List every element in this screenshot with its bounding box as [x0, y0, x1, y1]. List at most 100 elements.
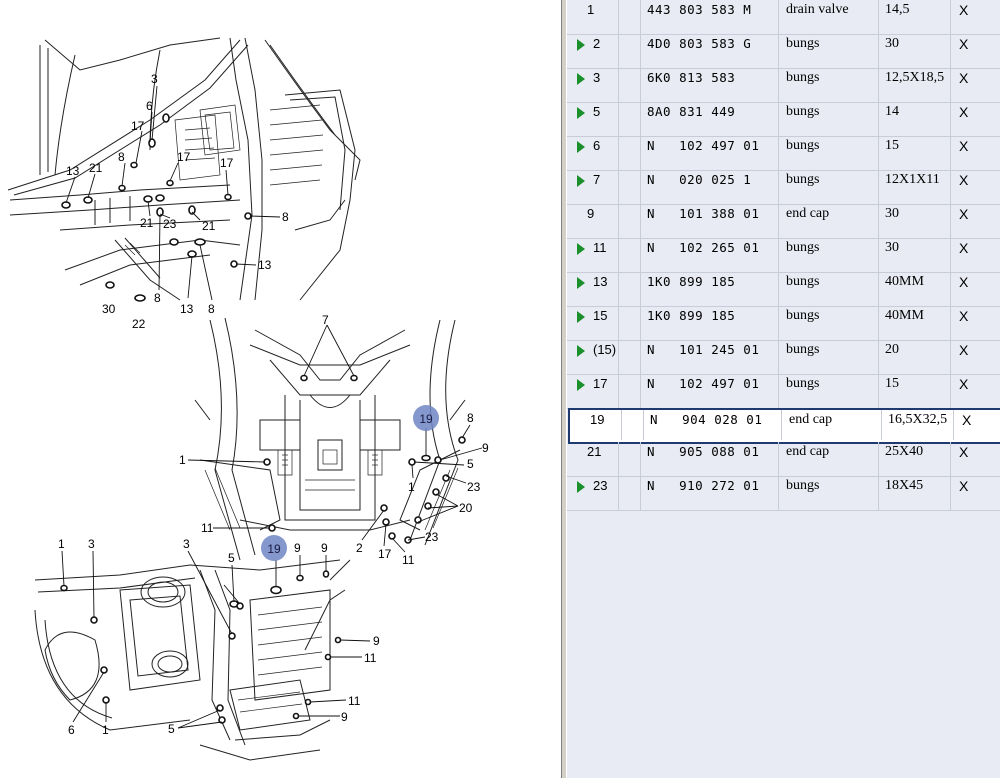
svg-text:1: 1 [102, 723, 109, 737]
svg-text:9: 9 [294, 541, 301, 555]
expand-arrow-icon[interactable] [577, 481, 585, 493]
svg-text:8: 8 [118, 150, 125, 164]
svg-text:1: 1 [58, 537, 65, 551]
expand-arrow-icon[interactable] [577, 39, 585, 51]
expand-arrow-icon[interactable] [577, 73, 585, 85]
part-number-cell: 1K0 899 185 [641, 272, 779, 306]
size-cell: 30 [879, 238, 951, 272]
row-position-cell: 1 [567, 0, 619, 34]
expand-arrow-icon[interactable] [577, 175, 585, 187]
position-number: 17 [593, 376, 608, 391]
expand-arrow-icon[interactable] [577, 141, 585, 153]
expand-arrow-icon[interactable] [577, 243, 585, 255]
position-number: 23 [593, 478, 608, 493]
row-flag-cell [619, 170, 641, 204]
svg-text:5: 5 [168, 722, 175, 736]
position-number: 1 [587, 2, 595, 17]
row-flag-cell [619, 68, 641, 102]
quantity-cell: X [959, 172, 969, 188]
row-flag-cell [619, 476, 641, 510]
svg-text:11: 11 [402, 553, 415, 567]
position-19-highlight-mid[interactable] [413, 405, 439, 431]
size-cell: 40MM [879, 272, 951, 306]
svg-text:13: 13 [180, 302, 194, 316]
svg-text:3: 3 [183, 537, 190, 551]
description-cell: bungs [779, 340, 879, 374]
diagram-pane[interactable]: 19 [0, 0, 561, 778]
position-number: 15 [593, 308, 608, 323]
description-cell: bungs [779, 306, 879, 340]
svg-text:8: 8 [467, 411, 474, 425]
row-position-cell: 2 [567, 34, 619, 68]
svg-text:13: 13 [258, 258, 272, 272]
expand-arrow-icon[interactable] [577, 345, 585, 357]
body-plug-diagram[interactable]: 19 [0, 0, 561, 778]
position-number: 9 [587, 206, 595, 221]
expand-arrow-icon[interactable] [577, 277, 585, 289]
description-cell: bungs [779, 272, 879, 306]
part-number-cell: N 102 265 01 [641, 238, 779, 272]
row-flag-cell [619, 442, 641, 476]
svg-text:19: 19 [267, 542, 281, 556]
expand-arrow-icon[interactable] [577, 311, 585, 323]
part-number-cell: 1K0 899 185 [641, 306, 779, 340]
position-number: 19 [590, 412, 605, 427]
svg-text:5: 5 [467, 457, 474, 471]
expand-arrow-icon[interactable] [577, 107, 585, 119]
svg-text:23: 23 [163, 217, 177, 231]
size-cell: 15 [879, 374, 951, 408]
svg-text:9: 9 [373, 634, 380, 648]
size-cell: 12,5X18,5 [879, 68, 951, 102]
part-number-cell: 6K0 813 583 [641, 68, 779, 102]
description-cell: bungs [779, 34, 879, 68]
quantity-cell: X [959, 478, 969, 494]
svg-text:8: 8 [208, 302, 215, 316]
svg-text:1: 1 [179, 453, 186, 467]
part-number-cell: N 910 272 01 [641, 476, 779, 510]
position-19-highlight-bottom[interactable] [261, 535, 287, 561]
part-number-cell: N 102 497 01 [641, 374, 779, 408]
svg-text:20: 20 [459, 501, 473, 515]
pane-splitter[interactable] [561, 0, 567, 778]
row-flag-cell [619, 204, 641, 238]
svg-text:8: 8 [282, 210, 289, 224]
part-number-cell: N 905 088 01 [641, 442, 779, 476]
row-position-cell: 21 [567, 442, 619, 476]
row-position-cell: 19 [570, 410, 622, 440]
quantity-cell: X [962, 412, 972, 428]
svg-text:21: 21 [202, 219, 216, 233]
quantity-cell: X [959, 104, 969, 120]
row-position-cell: 15 [567, 306, 619, 340]
diagram-top-view [7, 37, 361, 302]
quantity-cell: X [959, 342, 969, 358]
description-cell: bungs [779, 374, 879, 408]
size-cell: 30 [879, 34, 951, 68]
quantity-cell: X [959, 376, 969, 392]
svg-text:30: 30 [102, 302, 116, 316]
svg-text:21: 21 [89, 161, 103, 175]
expand-arrow-icon[interactable] [577, 379, 585, 391]
position-number: (15) [593, 342, 617, 357]
quantity-cell: X [959, 138, 969, 154]
svg-text:13: 13 [66, 164, 80, 178]
quantity-cell: X [959, 308, 969, 324]
position-number: 7 [593, 172, 601, 187]
size-cell: 18X45 [879, 476, 951, 510]
svg-text:5: 5 [228, 551, 235, 565]
